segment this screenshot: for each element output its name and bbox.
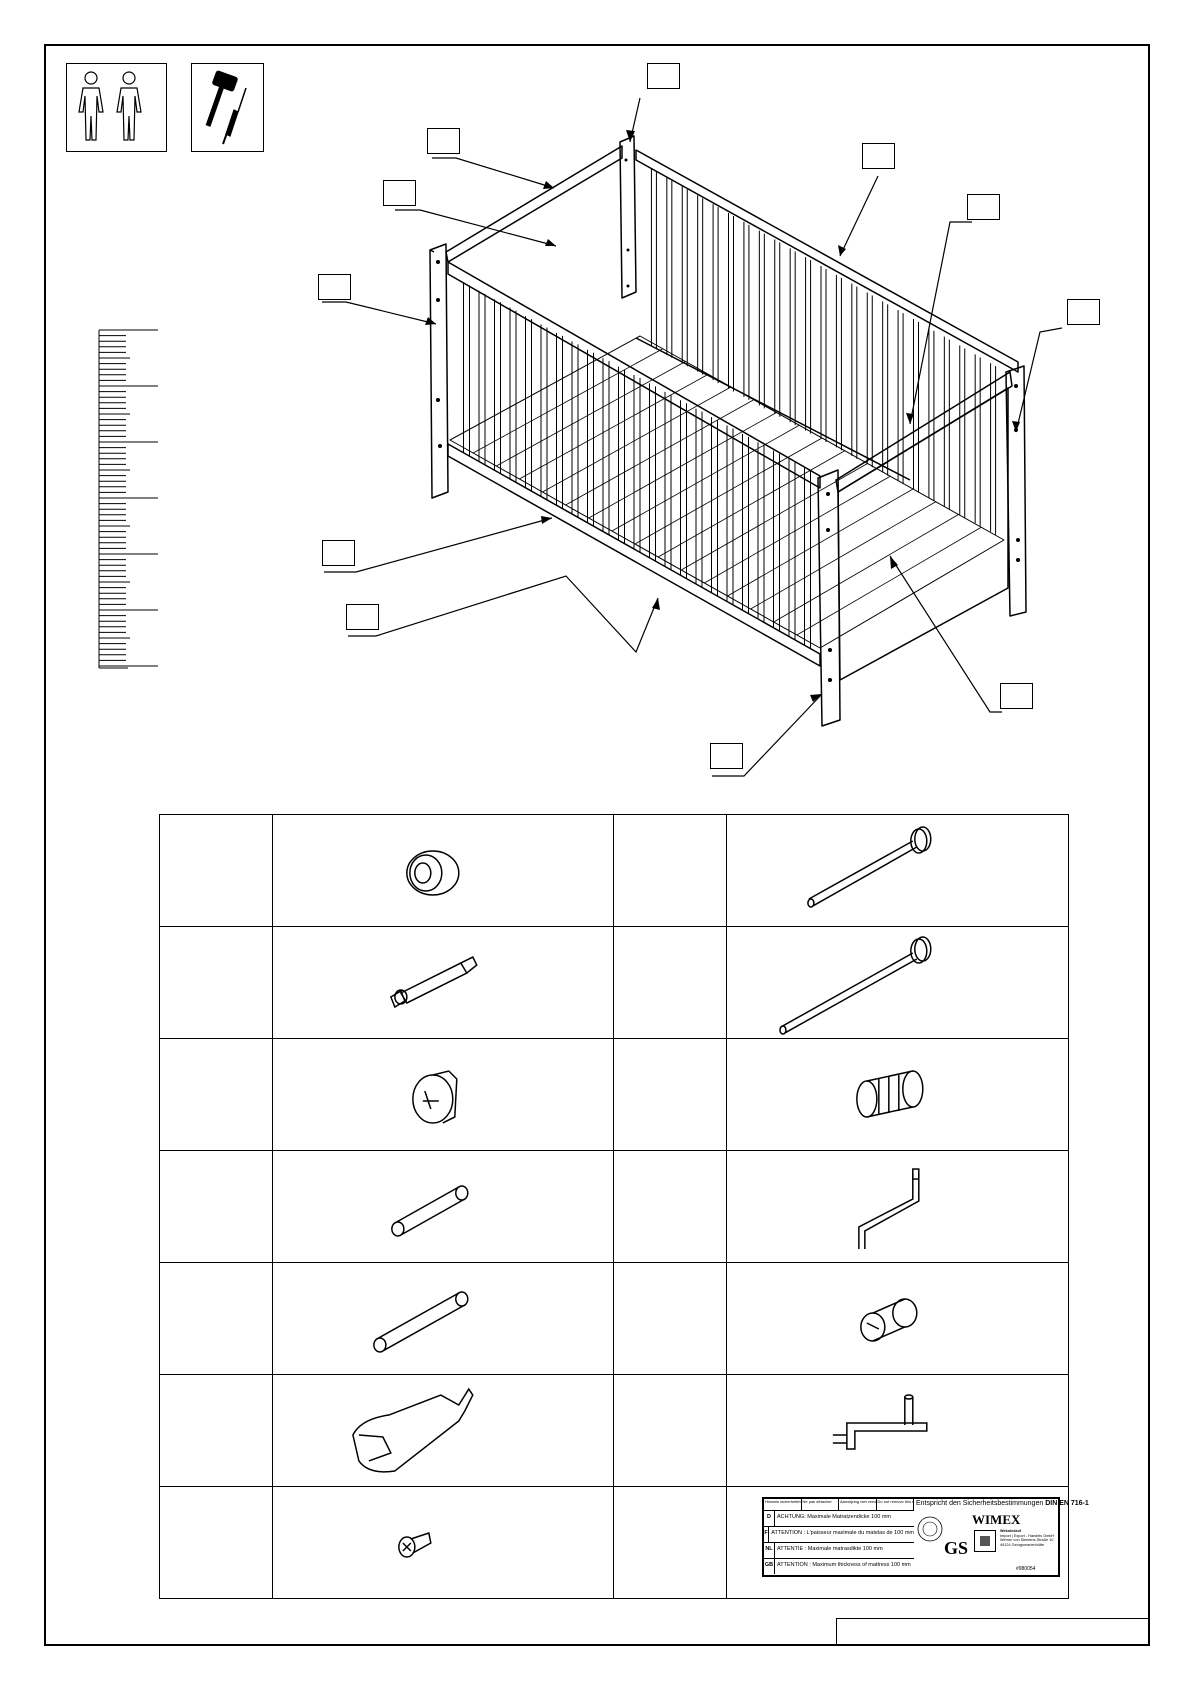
- part-label-cell: [613, 1150, 728, 1263]
- language-code: F: [764, 1526, 770, 1542]
- header-cell: Do not remove this notice: [877, 1499, 914, 1510]
- part-label-cell: [159, 1150, 273, 1263]
- table-row: [159, 1150, 1069, 1263]
- barrel-nut-icon: [860, 1298, 918, 1342]
- article-number: #980054: [1016, 1566, 1036, 1572]
- part-cell-barrel-nut: [726, 1262, 1069, 1375]
- part-label-cell: [159, 1374, 273, 1487]
- callout-box-4: [383, 180, 416, 206]
- safety-label: Hinweis sicherheitet Ne pas détacher Aan…: [762, 1497, 1089, 1577]
- callout-box-2: [427, 128, 460, 154]
- two-persons-icon: [78, 71, 142, 141]
- title-block: [836, 1618, 1150, 1646]
- bolt-short-icon: [807, 826, 932, 908]
- hammer-screwdriver-icon: [205, 70, 247, 145]
- language-code: NL: [764, 1542, 775, 1558]
- din-compliance: Entspricht den Sicherheitsbestimmungen D…: [916, 1500, 1089, 1507]
- part-cell-bolt-long: [726, 926, 1069, 1039]
- safety-label-header: Hinweis sicherheitet Ne pas détacher Aan…: [764, 1499, 914, 1511]
- callout-box-1: [647, 63, 680, 89]
- part-cell-bracket: [726, 1374, 1069, 1487]
- part-label-cell: [613, 1486, 728, 1599]
- callout-box-6: [318, 274, 351, 300]
- warning-text: ACHTUNG: Maximale Matratzendicke 100 mm: [777, 1514, 892, 1521]
- screw-icon: [397, 1532, 432, 1558]
- crib-illustration: [322, 97, 1063, 777]
- part-cell-dowel-long: [271, 1262, 615, 1375]
- callout-box-8: [322, 540, 355, 566]
- table-row: [159, 926, 1069, 1039]
- part-label-cell: [159, 926, 273, 1039]
- cap-nut-icon: [405, 850, 460, 896]
- address-line: Werner von Siemens-Straße 10: [1000, 1538, 1054, 1543]
- wooden-dowel-short-icon: [390, 1185, 469, 1237]
- allen-key-icon: [858, 1168, 920, 1249]
- language-code: GB: [764, 1558, 775, 1574]
- header-cell: Aanwijzing niet verwijderen: [839, 1499, 877, 1510]
- warning-text: ATTENTIE : Maximale matrasdikte 100 mm: [777, 1546, 883, 1553]
- brand-logo: WIMEX: [972, 1512, 1021, 1527]
- language-code: D: [764, 1510, 775, 1526]
- part-cell-cam-lock: [271, 1038, 615, 1151]
- header-cell: Hinweis sicherheitet: [764, 1499, 802, 1510]
- warning-row: F ATTENTION : L'paisseur maximale du mat…: [764, 1526, 914, 1543]
- parts-table: [159, 814, 1069, 1599]
- seal-icon: [917, 1516, 943, 1542]
- din-prefix: Entspricht den Sicherheitsbestimmungen: [916, 1500, 1044, 1507]
- warning-text: ATTENTION : L'paisseur maximale du matel…: [771, 1530, 914, 1537]
- part-cell-bolt-short: [726, 814, 1069, 927]
- part-cell-threaded-insert: [726, 1038, 1069, 1151]
- part-label-cell: [613, 1038, 728, 1151]
- callout-box-5: [967, 194, 1000, 220]
- two-persons-box: [66, 63, 167, 152]
- callout-box-11: [710, 743, 743, 769]
- part-cell-glue: [271, 1374, 615, 1487]
- part-cell-screw: [271, 1486, 615, 1599]
- threaded-insert-icon: [856, 1070, 924, 1118]
- callout-box-3: [862, 143, 895, 169]
- part-cell-cap-nut: [271, 814, 615, 927]
- measuring-ruler: [98, 329, 158, 669]
- part-label-cell: [613, 1262, 728, 1375]
- tools-box: [191, 63, 264, 152]
- part-label-cell: [613, 814, 728, 927]
- part-label-cell: [159, 1486, 273, 1599]
- address-line: 49124 Georgsmarienhütte: [1000, 1542, 1045, 1547]
- part-cell-dowel-short: [271, 1150, 615, 1263]
- brand-square-icon: [974, 1530, 996, 1552]
- part-cell-cam-bolt: [271, 926, 615, 1039]
- warning-row: NL ATTENTIE : Maximale matrasdikte 100 m…: [764, 1542, 914, 1559]
- glue-tube-icon: [351, 1387, 474, 1473]
- cam-lock-icon: [411, 1070, 458, 1124]
- din-norm: DIN EN 716-1: [1045, 1500, 1089, 1507]
- bolt-long-icon: [779, 936, 932, 1035]
- table-row: [159, 1038, 1069, 1151]
- table-row: [159, 814, 1069, 927]
- wooden-dowel-long-icon: [373, 1291, 469, 1353]
- part-label-cell: [613, 1374, 728, 1487]
- warning-row: D ACHTUNG: Maximale Matratzendicke 100 m…: [764, 1510, 914, 1527]
- cam-bolt-icon: [389, 956, 478, 1009]
- part-cell-allen-key: [726, 1150, 1069, 1263]
- callout-box-10: [1000, 683, 1033, 709]
- table-row: [159, 1374, 1069, 1487]
- table-row: [159, 1262, 1069, 1375]
- callout-box-7: [1067, 299, 1100, 325]
- part-label-cell: [613, 926, 728, 1039]
- part-label-cell: [159, 1262, 273, 1375]
- brand-address: Wekoleskof Import | Export - Handels Gmb…: [1000, 1529, 1058, 1547]
- header-cell: Ne pas détacher: [802, 1499, 839, 1510]
- page-frame: [44, 44, 1150, 1646]
- warning-row: GB ATTENTION : Maximum thickness of matt…: [764, 1558, 914, 1574]
- warning-text: ATTENTION : Maximum thickness of mattres…: [777, 1562, 911, 1569]
- gs-mark: GS: [944, 1538, 969, 1558]
- part-label-cell: [159, 814, 273, 927]
- part-label-cell: [159, 1038, 273, 1151]
- address-line: Wekoleskof: [1000, 1529, 1022, 1533]
- address-line: Import | Export - Handels GmbH: [1000, 1533, 1055, 1538]
- bracket-icon: [833, 1394, 928, 1450]
- callout-box-9: [346, 604, 379, 630]
